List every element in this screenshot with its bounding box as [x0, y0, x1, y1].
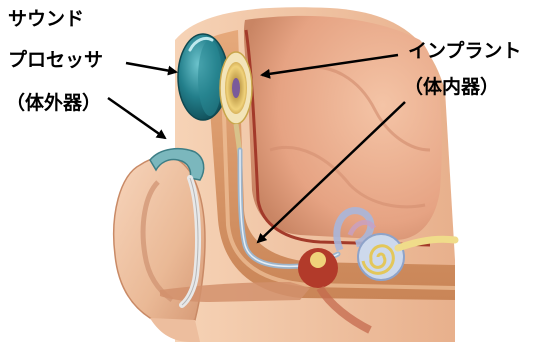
ossicle: [310, 252, 326, 268]
implant-label-line2: （体内器）: [404, 78, 499, 97]
sound-processor-label-line2: プロセッサ: [8, 51, 103, 70]
sound-processor-label-line1: サウンド: [8, 10, 84, 29]
sound-processor-label-line3: （体外器）: [6, 94, 101, 113]
earlobe: [150, 318, 200, 342]
processor-rim: [198, 40, 222, 116]
implant-label-line1: インプラント: [408, 42, 521, 61]
receiver-magnet: [232, 78, 240, 98]
arrow-processor-bottom: [108, 98, 165, 138]
arrow-processor-top: [126, 63, 176, 72]
